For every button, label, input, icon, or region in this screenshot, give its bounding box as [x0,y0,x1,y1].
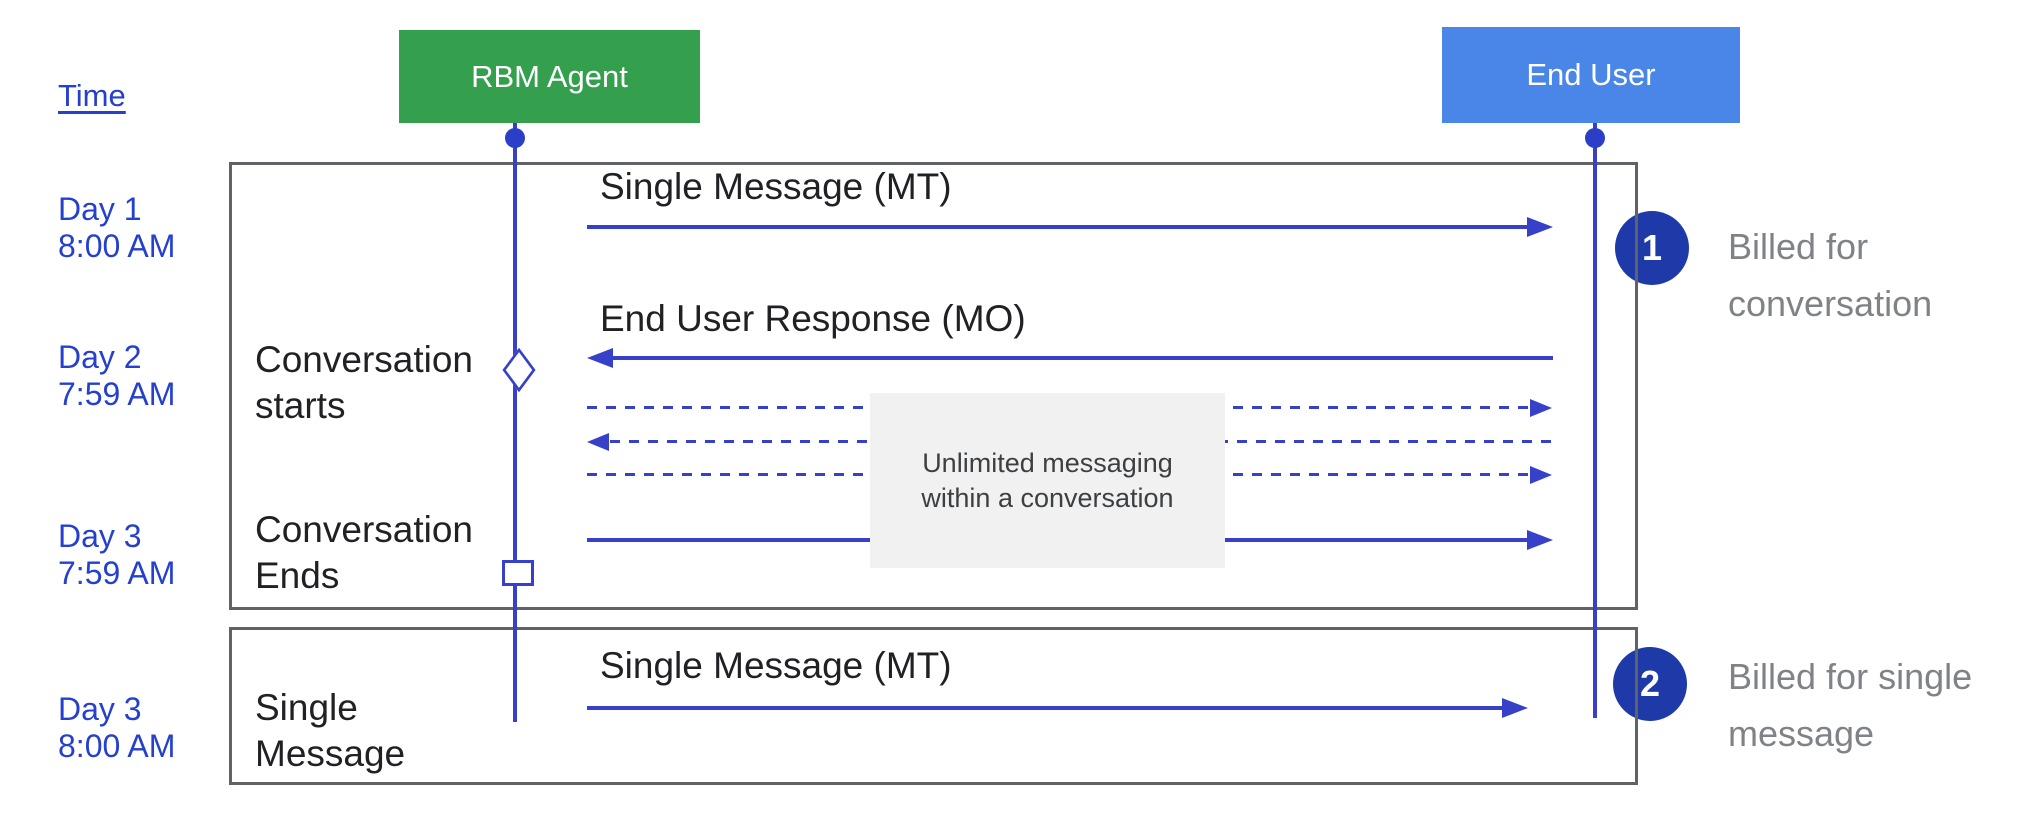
badge-2-number: 2 [1639,663,1661,704]
rbm-agent-lifeline [513,123,517,722]
conversation-ends-label: Conversation Ends [255,507,473,599]
billing-badge-2: 2 [1613,647,1687,721]
single-message-panel [229,627,1638,785]
end-user-label: End User [1526,57,1656,92]
badge-1-number: 1 [1641,227,1663,268]
message-arrow-mt2-head [1502,698,1528,718]
conversation-end-square [502,560,534,586]
timeline-day: Day 2 [58,339,142,375]
rbm-lifeline-dot [505,128,525,148]
conversation-panel [229,162,1638,610]
annotation-line: conversation [1728,283,1933,324]
lane-label-line: starts [255,385,346,426]
end-user-lifeline [1593,123,1597,718]
conversation-starts-label: Conversation starts [255,337,473,429]
timeline-label-day3-end: Day 3 7:59 AM [58,518,175,592]
annotation-line: Billed for [1728,226,1869,267]
timeline-label-day1: Day 1 8:00 AM [58,191,175,265]
message-label-mt1: Single Message (MT) [600,166,952,207]
lane-label-line: Single [255,687,358,728]
lane-label-line: Ends [255,555,340,596]
timeline-time: 7:59 AM [58,555,176,591]
message-arrow-day3-head [1527,530,1553,550]
dashed-arrow-1-head [1530,399,1552,417]
lane-label-line: Conversation [255,339,474,380]
unlimited-messaging-note: Unlimited messaging within a conversatio… [870,393,1225,568]
note-line-2: within a conversation [921,482,1174,513]
message-label-mt2: Single Message (MT) [600,645,952,686]
message-arrow-mt1-shaft [587,225,1528,229]
end-user-lifeline-dot [1585,128,1605,148]
timeline-day: Day 3 [58,691,142,727]
timeline-day: Day 1 [58,191,142,227]
timeline-day: Day 3 [58,518,142,554]
lane-label-line: Conversation [255,509,474,550]
message-arrow-mo-head [587,348,613,368]
message-label-mo: End User Response (MO) [600,298,1026,339]
dashed-arrow-3-head [1530,466,1552,484]
message-arrow-mt1-head [1527,217,1553,237]
timeline-time: 7:59 AM [58,376,176,412]
billing-annotation-2: Billed for single message [1728,648,1972,762]
end-user-header: End User [1442,27,1740,123]
annotation-line: Billed for single [1728,656,1973,697]
dashed-arrow-2-head [587,433,609,451]
timeline-label-day2: Day 2 7:59 AM [58,339,175,413]
timeline-label-day3-single: Day 3 8:00 AM [58,691,175,765]
time-axis-label: Time [58,78,126,113]
timeline-time: 8:00 AM [58,228,176,264]
message-arrow-mt2-shaft [587,706,1503,710]
rbm-agent-header: RBM Agent [399,30,700,123]
message-arrow-mo-shaft [610,356,1553,360]
lane-label-line: Message [255,733,406,774]
note-line-1: Unlimited messaging [922,447,1173,478]
annotation-line: message [1728,713,1875,754]
billing-badge-1: 1 [1615,211,1689,285]
rbm-agent-label: RBM Agent [471,58,628,94]
timeline-time: 8:00 AM [58,728,176,764]
single-message-label: Single Message [255,685,405,777]
billing-annotation-1: Billed for conversation [1728,218,1932,332]
